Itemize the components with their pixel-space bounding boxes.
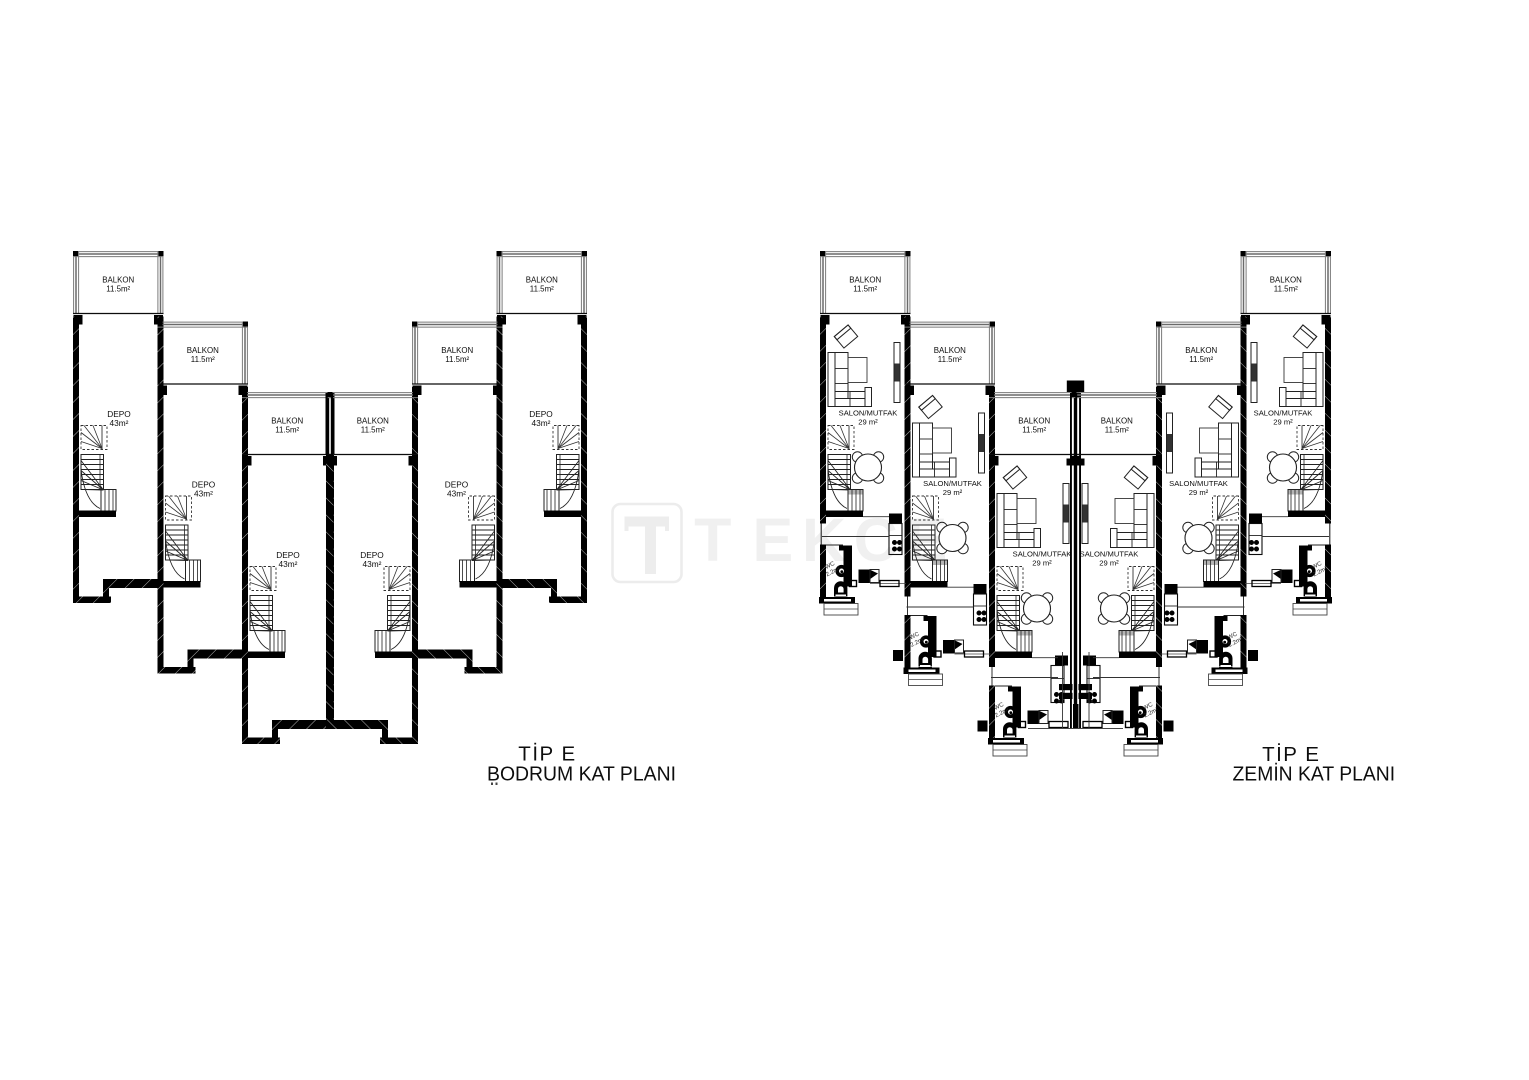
svg-text:DEPO: DEPO — [107, 409, 131, 419]
svg-text:BALKON: BALKON — [1185, 346, 1217, 355]
svg-text:SALON/MUTFAK: SALON/MUTFAK — [1169, 479, 1228, 488]
svg-text:11.5m²: 11.5m² — [361, 426, 385, 435]
svg-text:DEPO: DEPO — [276, 550, 300, 560]
svg-text:SALON/MUTFAK: SALON/MUTFAK — [1080, 550, 1139, 559]
svg-text:BALKON: BALKON — [187, 346, 219, 355]
svg-text:43m²: 43m² — [532, 418, 551, 428]
svg-text:BALKON: BALKON — [271, 417, 303, 426]
svg-text:BALKON: BALKON — [357, 417, 389, 426]
svg-text:29 m²: 29 m² — [1189, 488, 1209, 497]
svg-text:SALON/MUTFAK: SALON/MUTFAK — [1013, 550, 1072, 559]
svg-text:DEPO: DEPO — [529, 409, 553, 419]
svg-text:DEPO: DEPO — [192, 480, 216, 490]
svg-text:11.5m²: 11.5m² — [106, 285, 130, 294]
svg-text:43m²: 43m² — [194, 489, 213, 499]
svg-text:BALKON: BALKON — [102, 276, 134, 285]
svg-text:11.5m²: 11.5m² — [191, 355, 215, 364]
svg-text:29 m²: 29 m² — [1273, 418, 1293, 427]
svg-text:BALKON: BALKON — [1018, 417, 1050, 426]
svg-text:11.5m²: 11.5m² — [275, 426, 299, 435]
svg-text:BALKON: BALKON — [849, 276, 881, 285]
svg-text:BODRUM KAT PLANI: BODRUM KAT PLANI — [487, 763, 676, 786]
svg-text:29 m²: 29 m² — [1032, 559, 1052, 568]
svg-text:WC: WC — [1311, 561, 1323, 571]
svg-text:43m²: 43m² — [110, 418, 129, 428]
svg-text:11.5m²: 11.5m² — [445, 355, 469, 364]
svg-text:11.5m²: 11.5m² — [1105, 426, 1129, 435]
svg-text:43m²: 43m² — [363, 559, 382, 569]
svg-text:WC: WC — [1227, 631, 1239, 641]
svg-text:43m²: 43m² — [447, 489, 466, 499]
svg-text:SALON/MUTFAK: SALON/MUTFAK — [839, 409, 898, 418]
svg-text:E: E — [752, 506, 793, 574]
svg-text:DEPO: DEPO — [445, 480, 469, 490]
svg-text:BALKON: BALKON — [441, 346, 473, 355]
svg-text:ZEMİN KAT PLANI: ZEMİN KAT PLANI — [1233, 763, 1396, 786]
svg-text:BALKON: BALKON — [526, 276, 558, 285]
svg-text:TİP E: TİP E — [518, 743, 576, 766]
svg-text:SALON/MUTFAK: SALON/MUTFAK — [923, 479, 982, 488]
svg-text:WC: WC — [909, 631, 921, 641]
svg-text:WC: WC — [1142, 702, 1154, 712]
svg-text:DEPO: DEPO — [360, 550, 384, 560]
svg-text:SALON/MUTFAK: SALON/MUTFAK — [1254, 409, 1313, 418]
svg-text:BALKON: BALKON — [1270, 276, 1302, 285]
svg-text:TİP E: TİP E — [1262, 743, 1320, 766]
svg-text:29 m²: 29 m² — [943, 488, 963, 497]
svg-text:T: T — [694, 506, 731, 574]
svg-text:11.5m²: 11.5m² — [853, 285, 877, 294]
svg-text:43m²: 43m² — [279, 559, 298, 569]
svg-text:29 m²: 29 m² — [858, 418, 878, 427]
svg-text:BALKON: BALKON — [934, 346, 966, 355]
svg-text:29 m²: 29 m² — [1099, 559, 1119, 568]
svg-text:WC: WC — [993, 702, 1005, 712]
svg-text:11.5m²: 11.5m² — [1189, 355, 1213, 364]
svg-text:WC: WC — [824, 561, 836, 571]
svg-text:11.5m²: 11.5m² — [938, 355, 962, 364]
svg-text:BALKON: BALKON — [1101, 417, 1133, 426]
svg-text:11.5m²: 11.5m² — [1274, 285, 1298, 294]
svg-text:11.5m²: 11.5m² — [1022, 426, 1046, 435]
svg-text:11.5m²: 11.5m² — [530, 285, 554, 294]
